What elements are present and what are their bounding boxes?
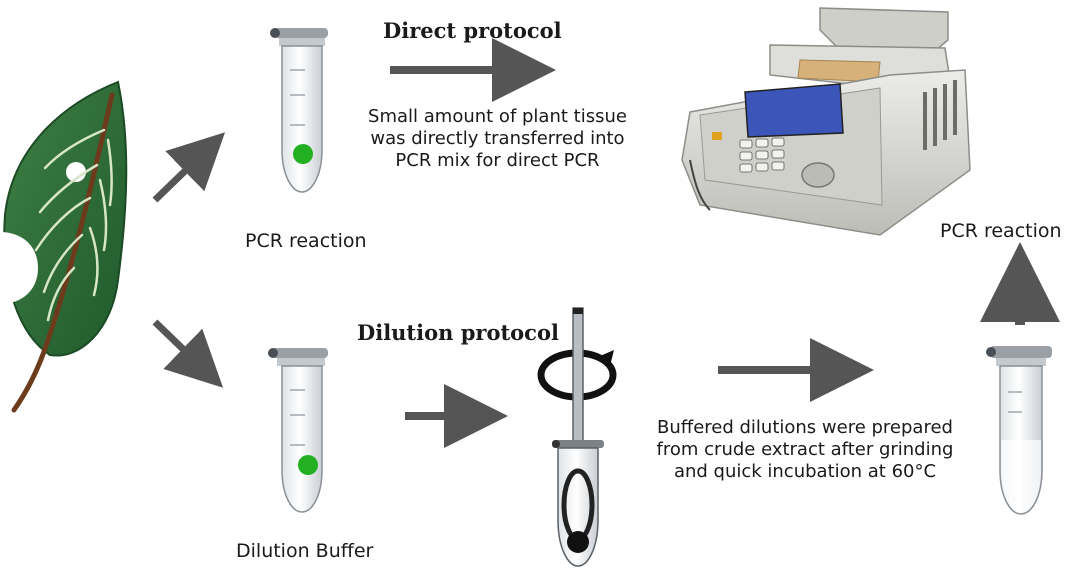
pestle-icon: [537, 307, 617, 567]
sample-dot-icon: [293, 144, 313, 164]
direct-protocol-title: Direct protocol: [383, 18, 562, 43]
dilution-description: Buffered dilutions were prepared from cr…: [625, 417, 985, 483]
direct-description-line: Small amount of plant tissue: [368, 106, 627, 127]
dilution-description-line: from crude extract after grinding: [656, 439, 954, 460]
leaf-icon: [0, 80, 128, 413]
thermal-cycler-icon: [681, 7, 971, 236]
arrow-to-direct-icon: [152, 132, 226, 203]
pcr-tube-final-icon: [986, 346, 1052, 515]
pcr-reaction-label: PCR reaction: [245, 230, 367, 252]
dilution-buffer-label: Dilution Buffer: [236, 540, 374, 562]
dilution-description-line: Buffered dilutions were prepared: [657, 417, 953, 438]
direct-description-line: was directly transferred into: [370, 128, 625, 149]
dilution-description-line: and quick incubation at 60°C: [673, 461, 937, 482]
direct-description: Small amount of plant tissue was directl…: [340, 106, 655, 172]
pcr-tube-direct-icon: [270, 28, 328, 193]
final-pcr-reaction-label: PCR reaction: [940, 220, 1062, 242]
pellet-icon: [567, 531, 589, 553]
direct-description-line: PCR mix for direct PCR: [395, 150, 600, 171]
pcr-tube-dilution-icon: [268, 348, 328, 513]
arrow-to-dilution-icon: [152, 319, 224, 388]
dilution-protocol-title: Dilution protocol: [357, 320, 559, 345]
